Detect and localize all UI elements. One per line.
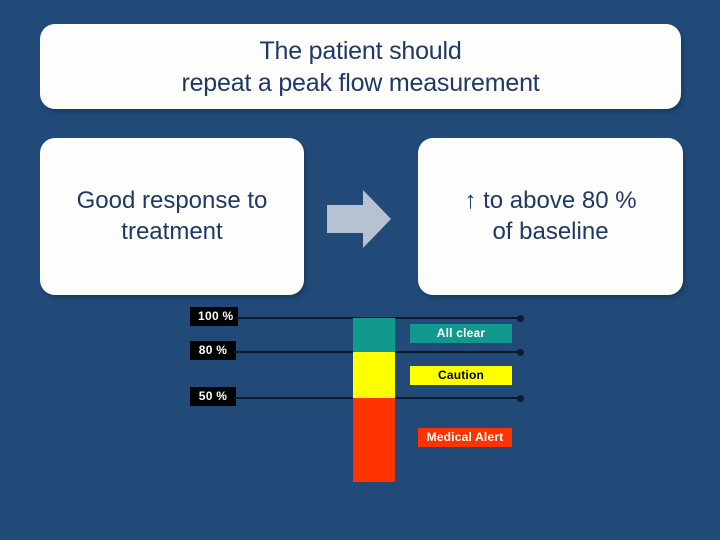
leader-dot-100 [517,315,524,322]
good-response-card: Good response to treatment [40,138,304,295]
above-80-percent-text: ↑ to above 80 % of baseline [454,186,646,247]
bar-segment-all-clear [353,318,395,352]
legend-badge-medical-alert: Medical Alert [418,428,512,447]
good-response-text: Good response to treatment [67,186,278,247]
above-80-percent-card: ↑ to above 80 % of baseline [418,138,683,295]
leader-line-80 [234,351,521,353]
above-80-percent-line-2: of baseline [492,217,609,245]
leader-line-100 [236,317,521,319]
header-text: The patient should repeat a peak flow me… [171,35,549,99]
axis-tick-50: 50 % [190,387,236,406]
legend-badge-all-clear: All clear [410,324,512,343]
leader-line-50 [234,397,521,399]
bar-segment-caution [353,352,395,398]
header-card: The patient should repeat a peak flow me… [40,24,681,109]
axis-tick-100: 100 % [190,307,238,326]
bar-segment-medical-alert [353,398,395,482]
good-response-line-1: Good response to [76,186,268,214]
right-arrow-icon [327,190,391,248]
leader-dot-50 [517,395,524,402]
above-80-percent-line-1: ↑ to above 80 % [464,186,637,214]
axis-tick-80: 80 % [190,341,236,360]
leader-dot-80 [517,349,524,356]
header-line-1: The patient should [259,36,462,65]
legend-badge-caution: Caution [410,366,512,385]
good-response-line-2: treatment [121,217,223,245]
header-line-2: repeat a peak flow measurement [181,68,540,97]
